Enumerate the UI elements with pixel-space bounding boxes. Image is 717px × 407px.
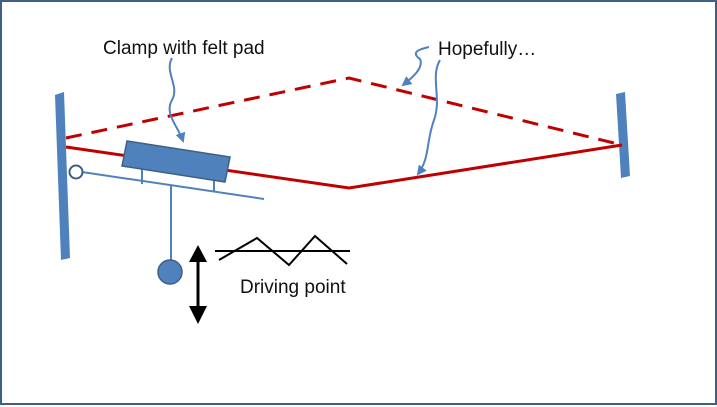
left-support-post — [55, 92, 70, 260]
hoped-string-shape — [65, 76, 623, 147]
waveform-icon — [215, 234, 350, 267]
clamp-lever-arm — [81, 171, 265, 200]
hopefully-label: Hopefully… — [438, 39, 536, 60]
hopefully-callout-pointer-dashed — [401, 46, 430, 87]
driving-mass-icon — [157, 259, 183, 285]
motion-arrow-icon — [189, 245, 207, 324]
clamp-callout-pointer — [168, 57, 186, 143]
pivot-circle-icon — [68, 164, 84, 180]
clamp-label: Clamp with felt pad — [103, 38, 265, 59]
hopefully-callout-pointer-solid — [416, 59, 441, 176]
driving-point-label: Driving point — [240, 277, 346, 298]
right-support-post — [616, 92, 630, 178]
clamp-felt-pad — [121, 140, 231, 183]
